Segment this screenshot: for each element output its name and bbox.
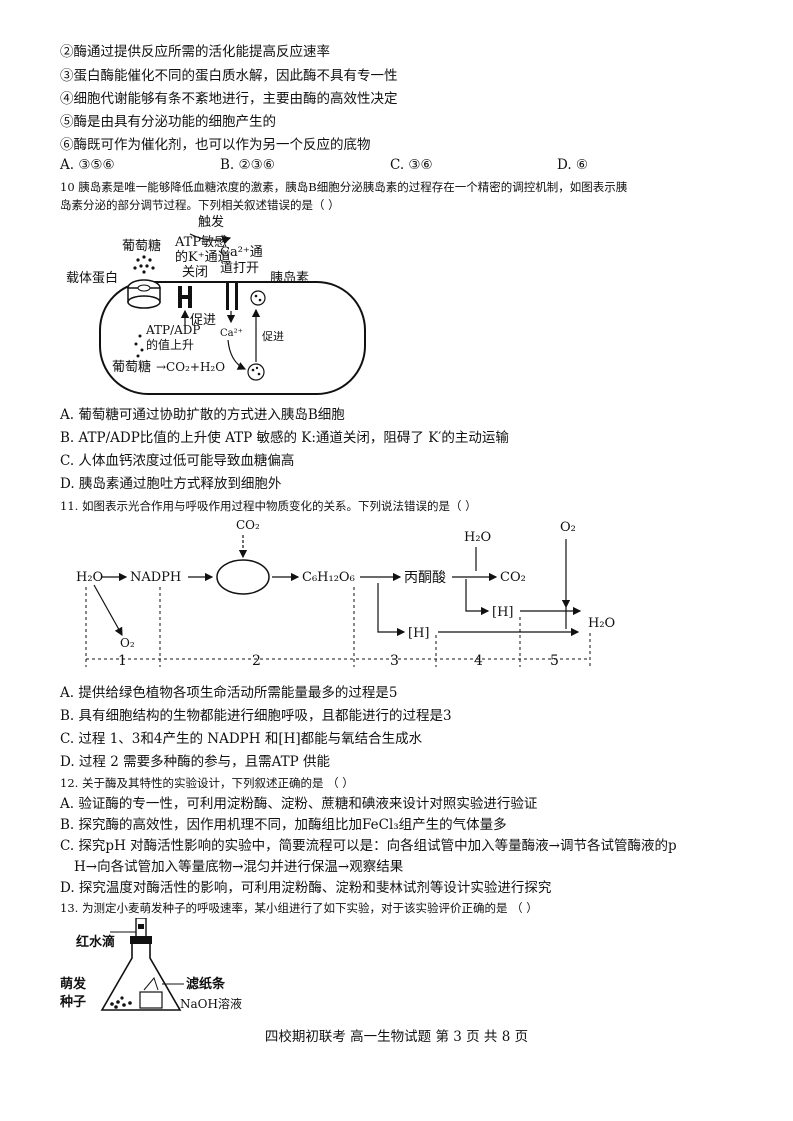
- ca-channel-label-1: Ca²⁺通: [220, 245, 263, 260]
- q9-item-4: ④细胞代谢能够有条不紊地进行，主要由酶的高效性决定: [60, 91, 398, 107]
- co2-right-label: CO₂: [500, 570, 526, 585]
- atp-adp-label-2: 的值上升: [146, 337, 194, 352]
- sprouting-label-1: 萌发: [60, 976, 87, 992]
- cell-membrane: [99, 281, 366, 395]
- carrier-label: 载体蛋白: [66, 270, 118, 286]
- q12-option-a: A. 验证酶的专一性，可利用淀粉酶、淀粉、蔗糖和碘液来设计对照实验进行验证: [60, 796, 538, 812]
- promote-label-1: 促进: [190, 313, 216, 328]
- h-lower-label: [H]: [408, 626, 429, 641]
- q13-apparatus-figure: 红水滴 滤纸条 NaOH溶液 萌发 种子: [60, 918, 242, 1011]
- q9-item-6: ⑥酶既可作为催化剂，也可以作为另一个反应的底物: [60, 137, 371, 153]
- q9-option-c: C. ③⑥: [390, 157, 433, 173]
- h-upper-label: [H]: [492, 605, 513, 620]
- q11-option-d: D. 过程 2 需要多种酶的参与，且需ATP 供能: [60, 754, 330, 770]
- q9-option-a: A. ③⑤⑥: [60, 157, 115, 173]
- glucose-dots: [133, 255, 155, 274]
- h2o-right-label: H₂O: [464, 530, 491, 545]
- products-label: →CO₂+H₂O: [156, 360, 225, 374]
- red-drop-label: 红水滴: [76, 934, 115, 950]
- q12-option-c-cont: H→向各试管加入等量底物→混匀并进行保温→观察结果: [74, 859, 404, 875]
- promote-label-2: 促进: [262, 329, 284, 343]
- pyruvate-label: 丙酮酸: [404, 570, 446, 586]
- q11-option-a: A. 提供给绿色植物各项生命活动所需能量最多的过程是5: [60, 685, 398, 701]
- q9-option-b: B. ②③⑥: [220, 157, 275, 173]
- atp-sensitive-label-1: ATP敏感: [174, 234, 227, 250]
- q10-insulin-figure: 葡萄糖 载体蛋白 ATP敏感 的K⁺通道 关闭 触发 Ca²⁺通 道打开 胰岛素…: [66, 214, 366, 395]
- stage-2-label: 2: [252, 653, 261, 669]
- ca-inside-label: Ca²⁺: [220, 328, 243, 339]
- atp-sensitive-label-2: 的K⁺通道: [175, 249, 231, 265]
- q10-stem-line1: 10 胰岛素是唯一能够降低血糖浓度的激素，胰岛B细胞分泌胰岛素的过程存在一个精密…: [60, 180, 628, 194]
- q10-option-a: A. 葡萄糖可通过协助扩散的方式进入胰岛B细胞: [60, 407, 345, 423]
- k-channel-closed: [178, 286, 192, 308]
- o2-top-label: O₂: [560, 520, 576, 535]
- filter-paper-label: 滤纸条: [186, 976, 226, 992]
- q10-option-d: D. 胰岛素通过胞吐方式释放到细胞外: [60, 476, 282, 492]
- q9-item-5: ⑤酶是由具有分泌功能的细胞产生的: [60, 114, 276, 130]
- q12-option-c: C. 探究pH 对酶活性影响的实验中，简要流程可以是：向各组试管中加入等量酶液→…: [60, 838, 677, 854]
- page-footer: 四校期初联考 高一生物试题 第 3 页 共 8 页: [264, 1029, 529, 1045]
- q10-stem-line2: 岛素分泌的部分调节过程。下列相关叙述错误的是（ ）: [60, 198, 340, 212]
- insulin-vesicle-top: [250, 290, 266, 306]
- co2-top-label: CO₂: [236, 518, 260, 532]
- q12-stem: 12. 关于酶及其特性的实验设计，下列叙述正确的是 （ ）: [60, 776, 354, 790]
- glucose-bottom-label: 葡萄糖: [112, 359, 151, 375]
- insulin-vesicle-bottom: [247, 363, 265, 381]
- trigger-label: 触发: [198, 214, 224, 230]
- q11-stem: 11. 如图表示光合作用与呼吸作用过程中物质变化的关系。下列说法错误的是（ ）: [60, 499, 477, 513]
- h2o-left-label: H₂O: [76, 570, 103, 585]
- insulin-label: 胰岛素: [270, 270, 309, 286]
- ca-channel-label-2: 道打开: [220, 261, 259, 276]
- q9-item-3: ③蛋白酶能催化不同的蛋白质水解，因此酶不具有专一性: [60, 68, 398, 84]
- q12-option-d: D. 探究温度对酶活性的影响，可利用淀粉酶、淀粉和斐林试剂等设计实验进行探究: [60, 880, 552, 896]
- ca-channel-open: [226, 282, 238, 310]
- q10-option-b: B. ATP/ADP比值的上升使 ATP 敏感的 K:通道关闭，阻碍了 K′的主…: [60, 430, 509, 446]
- q10-option-c: C. 人体血钙浓度过低可能导致血糖偏高: [60, 453, 295, 469]
- red-water-drop: [138, 924, 144, 929]
- glucose-label: C₆H₁₂O₆: [302, 570, 355, 585]
- sprouting-label-2: 种子: [60, 994, 86, 1010]
- stage-1-label: 1: [118, 653, 127, 669]
- h2o-end-label: H₂O: [588, 616, 615, 631]
- atp-adp-label-1: ATP/ADP: [145, 323, 201, 337]
- naoh-beaker: [139, 991, 163, 1009]
- q9-item-2: ②酶通过提供反应所需的活化能提高反应速率: [60, 44, 330, 60]
- glucose-top-label: 葡萄糖: [122, 238, 161, 254]
- q11-process-figure: CO₂ H₂O NADPH C₆H₁₂O₆ 丙酮酸 H₂O CO₂ O₂ [H]…: [76, 518, 615, 669]
- q11-option-b: B. 具有细胞结构的生物都能进行细胞呼吸，且都能进行的过程是3: [60, 708, 452, 724]
- q11-option-c: C. 过程 1、3和4产生的 NADPH 和[H]都能与氧结合生成水: [60, 731, 423, 747]
- stage-4-label: 4: [474, 653, 483, 669]
- q12-option-b: B. 探究酶的高效性，因作用机理不同，加酶组比加FeCl₃组产生的气体量多: [60, 817, 507, 833]
- nadph-label: NADPH: [130, 570, 181, 585]
- stage-3-label: 3: [390, 653, 399, 669]
- closed-label: 关闭: [182, 265, 208, 280]
- calvin-cycle-oval: [216, 559, 270, 595]
- naoh-label: NaOH溶液: [180, 996, 242, 1011]
- q9-option-d: D. ⑥: [557, 157, 589, 173]
- q13-stem: 13. 为测定小麦萌发种子的呼吸速率，某小组进行了如下实验，对于该实验评价正确的…: [60, 901, 538, 915]
- stage-5-label: 5: [550, 653, 559, 669]
- o2-bottom-label: O₂: [120, 636, 135, 650]
